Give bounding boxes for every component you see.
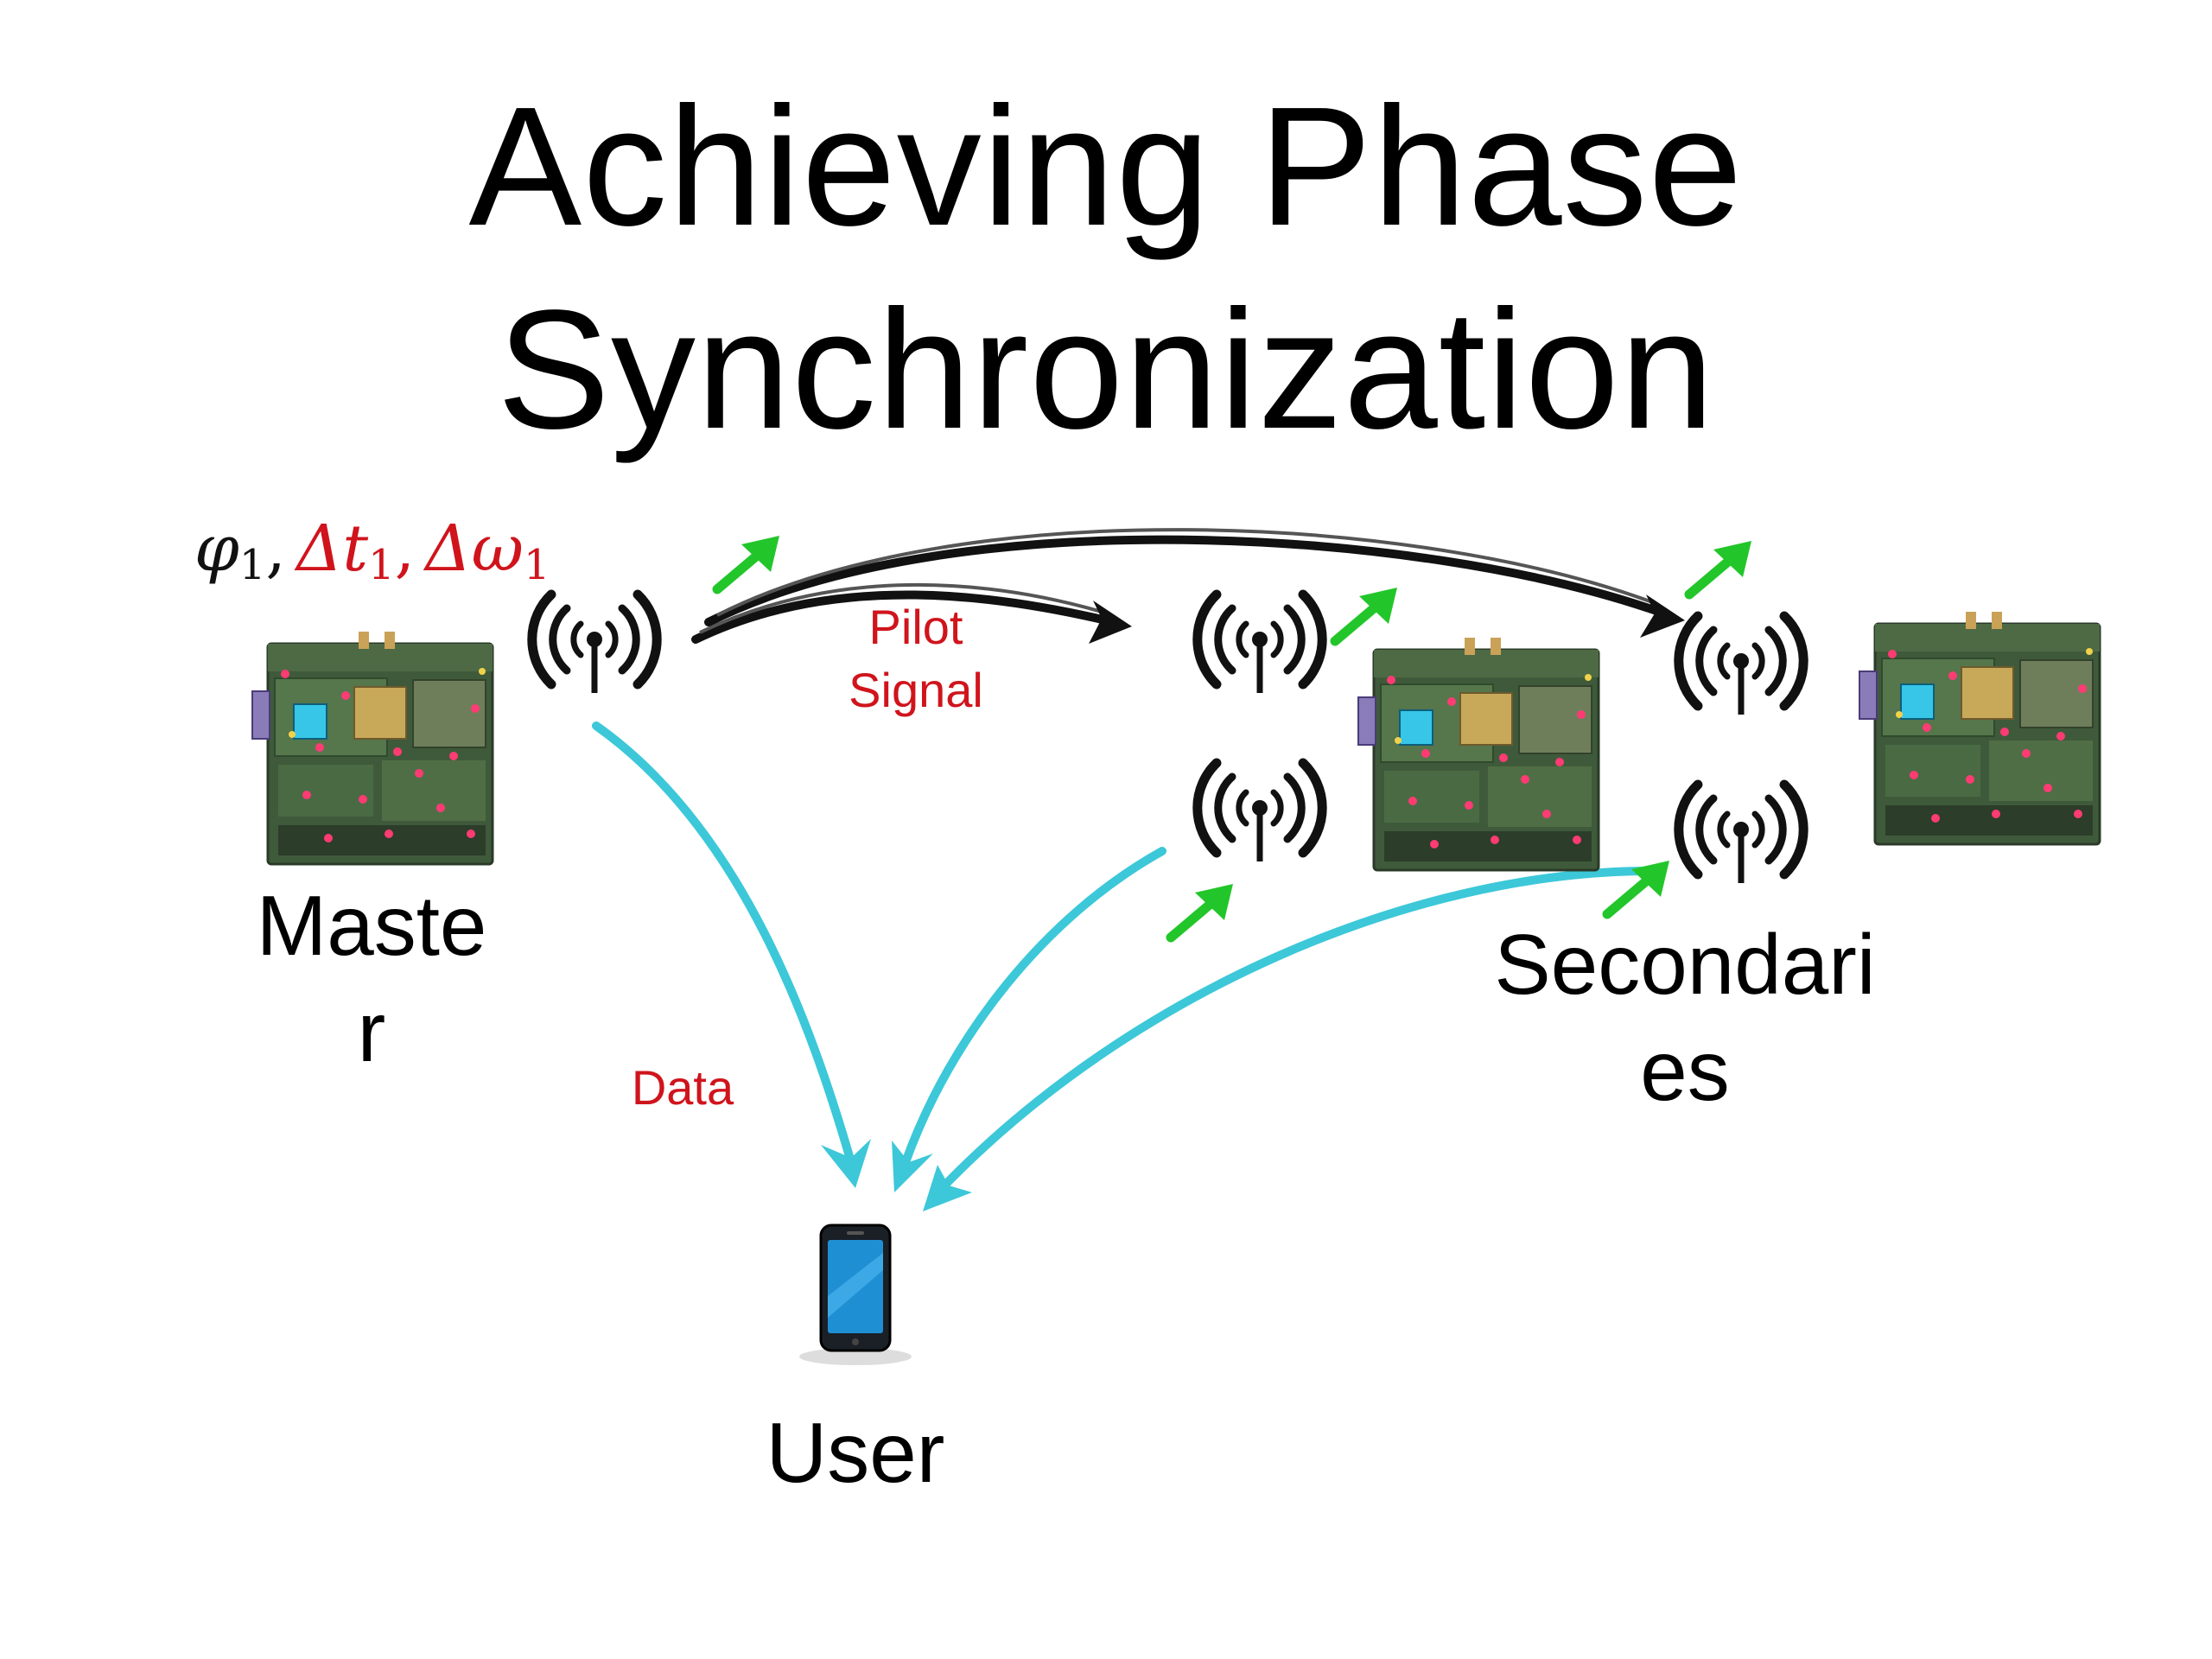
phi-subscript: 1: [239, 541, 266, 589]
data-arrow-from-secondary-2: [942, 867, 1650, 1188]
pilot-arrow-head-1: [1089, 601, 1132, 644]
math-label: φ1,Δt1,Δω1: [194, 512, 550, 589]
master-label-line-2: r: [357, 983, 386, 1079]
pilot-signal-label: Pilot Signal: [795, 596, 1037, 722]
master-antenna-icon: [532, 594, 657, 693]
user-label: User: [766, 1405, 945, 1500]
data-arrow-from-secondary-1: [901, 847, 1166, 1166]
slide-title-line-2: Synchronization: [497, 275, 1715, 464]
wireless-arrow-secondary-1: [1335, 588, 1397, 641]
wireless-arrow-secondary-3: [1171, 884, 1233, 938]
secondaries-label-line-2: es: [1640, 1022, 1730, 1118]
math-separator-2: ,: [395, 512, 416, 586]
delta-t-subscript: 1: [368, 541, 395, 589]
smartphone-icon: [799, 1224, 912, 1365]
secondary-antenna-icon-3: [1679, 616, 1803, 715]
delta-t: Δt: [294, 512, 368, 586]
secondary-sdr-board-icon-1: [1357, 636, 1600, 872]
secondary-sdr-board-icon-2: [1858, 610, 2101, 846]
pilot-arrow-to-secondary-1-shadow: [699, 582, 1103, 634]
slide-title-line-1: Achieving Phase: [468, 72, 1744, 261]
secondary-antenna-icon-2: [1198, 763, 1322, 861]
pilot-arrow-to-secondary-2-shadow: [716, 528, 1656, 617]
master-label: Maste r: [233, 873, 510, 1084]
master-sdr-board-icon: [251, 630, 494, 866]
data-label: Data: [631, 1060, 734, 1115]
secondaries-label-line-1: Secondari: [1494, 917, 1876, 1012]
data-arrow-from-master: [592, 721, 855, 1166]
pilot-arrow-to-secondary-1: [691, 590, 1110, 644]
pilot-signal-label-line-1: Pilot: [868, 600, 963, 654]
data-arrow-head-secondary-1: [892, 1141, 933, 1192]
math-separator-1: ,: [265, 512, 286, 586]
secondaries-label: Secondari es: [1460, 912, 1910, 1123]
secondary-antenna-icon-4: [1679, 785, 1803, 883]
delta-omega: Δω: [423, 512, 524, 586]
wireless-arrow-master: [717, 536, 779, 589]
pilot-arrow-to-secondary-2: [704, 535, 1663, 626]
pilot-signal-label-line-2: Signal: [849, 662, 983, 717]
delta-omega-subscript: 1: [524, 541, 550, 589]
pilot-arrow-head-2: [1640, 594, 1685, 638]
master-label-line-1: Maste: [256, 878, 487, 973]
data-arrow-head-secondary-2: [923, 1165, 972, 1211]
data-arrow-head-master: [821, 1139, 871, 1188]
wireless-arrow-secondary-2: [1689, 541, 1751, 594]
secondary-antenna-icon-1: [1198, 594, 1322, 693]
phi-symbol: φ: [194, 512, 239, 586]
